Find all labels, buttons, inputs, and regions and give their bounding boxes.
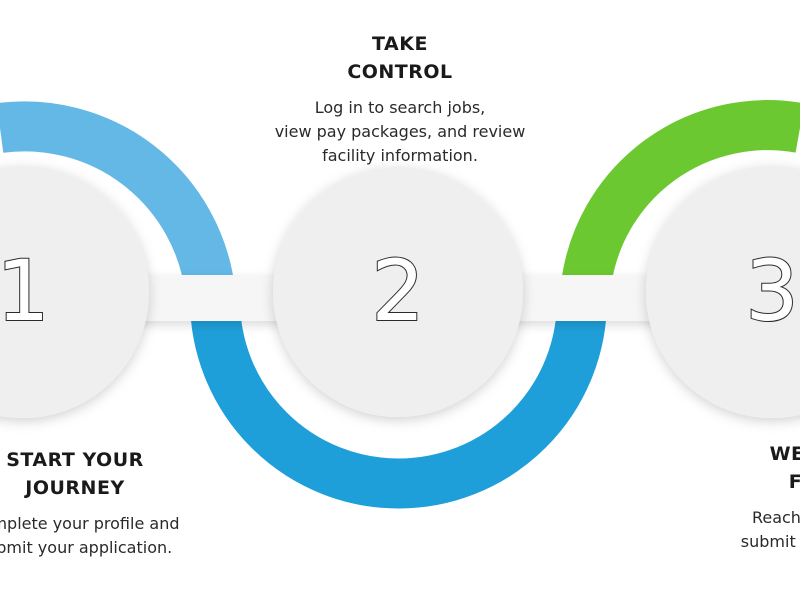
arc-blue xyxy=(190,299,607,509)
step-2-body-line: facility information. xyxy=(322,146,478,165)
step-3-body-line: submit your application. xyxy=(740,532,800,551)
step-1-caption: START YOUR JOURNEY Complete your profile… xyxy=(0,446,285,560)
step-2-body-line: Log in to search jobs, xyxy=(314,98,486,117)
step-1-heading-line: JOURNEY xyxy=(25,477,125,499)
step-2-caption: TAKE CONTROL Log in to search jobs, view… xyxy=(200,30,600,168)
step-1-heading: START YOUR JOURNEY xyxy=(0,446,285,502)
step-1-body-line: Complete your profile and xyxy=(0,514,180,533)
arc-light-blue xyxy=(0,101,235,294)
arc-green xyxy=(561,100,800,289)
step-3-heading: WE’RE HERE FOR YOU xyxy=(638,440,800,496)
step-1-heading-line: START YOUR xyxy=(6,449,144,471)
step-3-number: 3 xyxy=(745,242,798,340)
step-1-body-line: submit your application. xyxy=(0,538,173,557)
step-1-number: 1 xyxy=(0,242,50,340)
step-3-heading-line: WE’RE HERE xyxy=(769,443,800,465)
step-3-heading-line: FOR YOU xyxy=(788,471,800,493)
step-2-circle xyxy=(273,167,523,417)
step-3-circle xyxy=(646,166,800,418)
step-2-heading-line: TAKE xyxy=(372,33,428,55)
step-1-circle xyxy=(0,166,149,418)
step-1-body: Complete your profile and submit your ap… xyxy=(0,512,285,560)
step-2-body: Log in to search jobs, view pay packages… xyxy=(200,96,600,168)
step-2-body-line: view pay packages, and review xyxy=(274,122,526,141)
step-3-body: Reach out anytime to submit your applica… xyxy=(638,506,800,554)
step-2-heading-line: CONTROL xyxy=(347,61,453,83)
step-3-body-line: Reach out anytime to xyxy=(751,508,800,527)
step-3-caption: WE’RE HERE FOR YOU Reach out anytime to … xyxy=(638,440,800,554)
step-2-heading: TAKE CONTROL xyxy=(200,30,600,86)
step-2-number: 2 xyxy=(371,242,424,340)
